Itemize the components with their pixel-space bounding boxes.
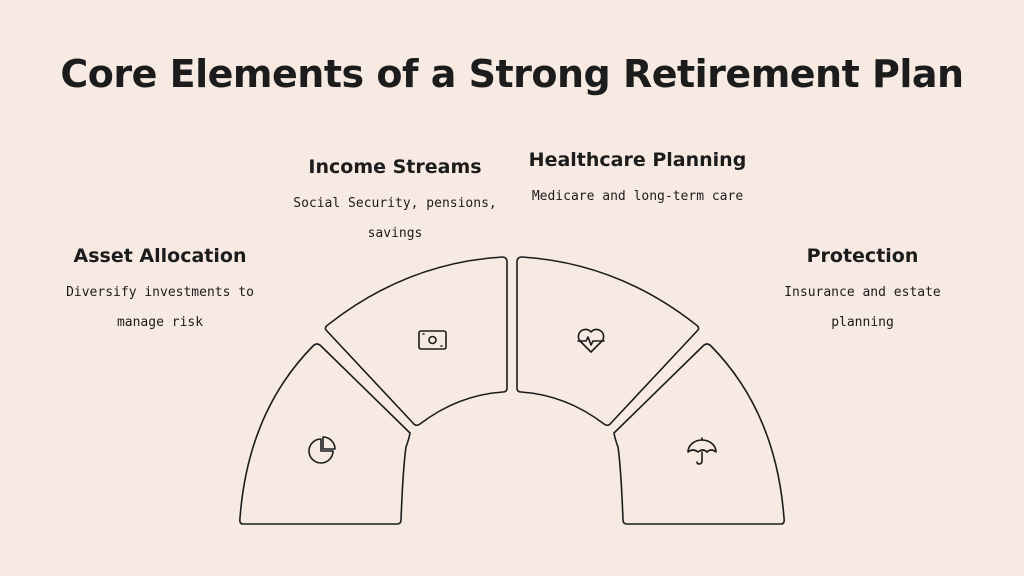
healthcare-planning-segment: [516, 256, 700, 427]
income-streams-description: Social Security, pensions, savings: [293, 196, 497, 241]
asset-allocation-label: Asset Allocation Diversify investments t…: [40, 244, 280, 338]
protection-description: Insurance and estate planning: [784, 285, 941, 330]
page-title: Core Elements of a Strong Retirement Pla…: [60, 52, 964, 96]
asset-allocation-segment: [239, 343, 411, 525]
banknote-icon: [418, 330, 447, 350]
asset-allocation-description: Diversify investments to manage risk: [66, 285, 254, 330]
healthcare-planning-description: Medicare and long-term care: [531, 189, 744, 204]
pie-chart-icon: [308, 436, 336, 464]
income-streams-label: Income Streams Social Security, pensions…: [280, 155, 510, 249]
umbrella-icon: [687, 437, 717, 465]
income-streams-segment: [324, 256, 508, 427]
protection-segment: [613, 343, 785, 525]
asset-allocation-title: Asset Allocation: [73, 245, 247, 267]
protection-title: Protection: [806, 245, 919, 267]
heartbeat-icon: [577, 328, 605, 353]
income-streams-title: Income Streams: [308, 156, 482, 178]
healthcare-planning-label: Healthcare Planning Medicare and long-te…: [515, 148, 760, 212]
healthcare-planning-title: Healthcare Planning: [528, 149, 747, 171]
protection-label: Protection Insurance and estate planning: [760, 244, 965, 338]
